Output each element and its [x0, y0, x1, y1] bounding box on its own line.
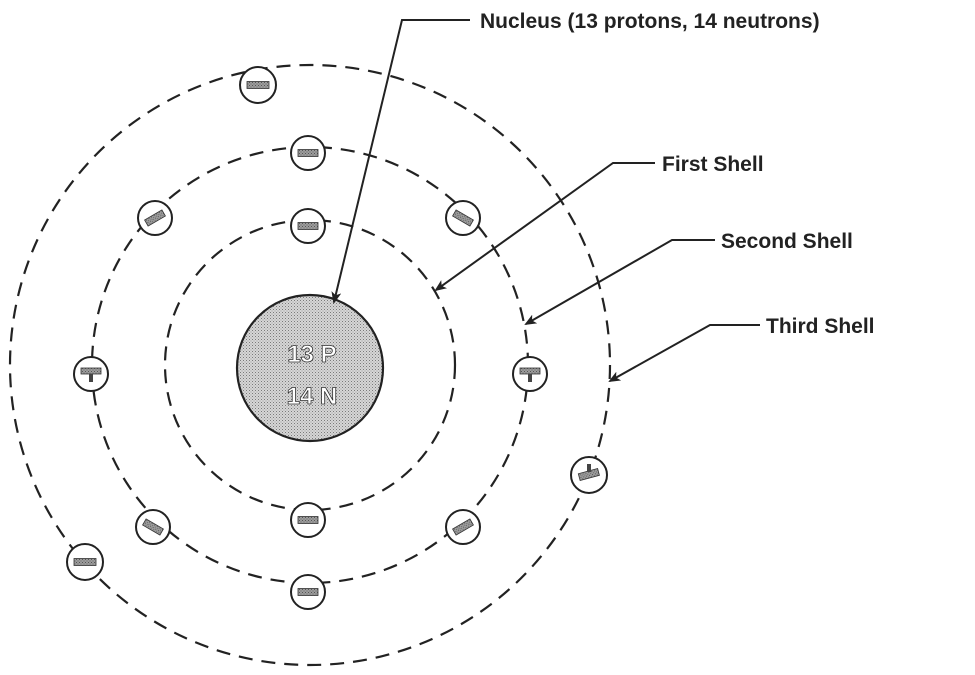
electron: [512, 356, 548, 392]
electron: [66, 543, 104, 581]
electron: [290, 574, 326, 610]
nucleus-neutrons-label: 14 N: [287, 383, 338, 410]
electron: [445, 509, 481, 545]
third-shell-leader-arrow: [608, 324, 760, 382]
second-shell-label: Second Shell: [721, 230, 853, 253]
third-shell-label: Third Shell: [766, 315, 875, 338]
electron: [290, 135, 326, 171]
electron: [135, 509, 171, 545]
electron: [239, 66, 277, 104]
nucleus: [235, 293, 385, 443]
second-shell-leader-arrow: [524, 239, 715, 325]
third-shell-orbit: [8, 63, 612, 667]
electron: [137, 200, 173, 236]
electron: [445, 200, 481, 236]
nucleus-leader-arrow: [331, 19, 470, 304]
nucleus-protons-label: 13 P: [287, 341, 336, 368]
first-shell-orbit: [163, 218, 457, 512]
first-shell-label: First Shell: [662, 153, 764, 176]
first-shell-leader-arrow: [434, 162, 655, 292]
electron: [290, 502, 326, 538]
electron: [290, 208, 326, 244]
electron: [570, 456, 608, 494]
nucleus-label: Nucleus (13 protons, 14 neutrons): [480, 10, 820, 33]
electron: [73, 356, 109, 392]
